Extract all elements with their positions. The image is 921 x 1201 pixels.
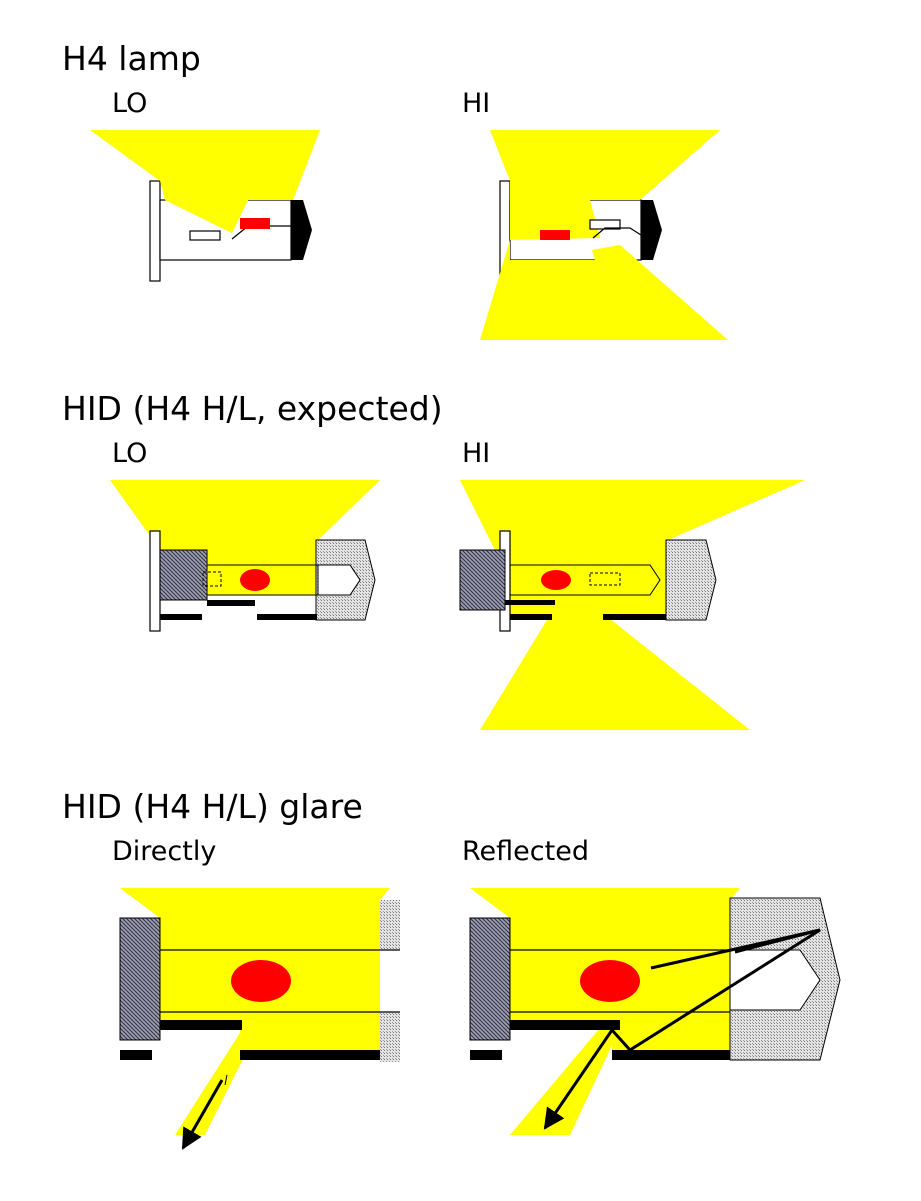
socket-cap xyxy=(665,539,717,621)
reflector-edge xyxy=(257,614,317,620)
glare-ray xyxy=(510,1028,620,1135)
lo-beam xyxy=(110,480,380,565)
label-lo: LO xyxy=(112,438,147,469)
arc xyxy=(240,569,270,591)
reflector-edge xyxy=(120,1050,152,1060)
reflector-edge xyxy=(470,1050,502,1060)
hid-lo-lamp xyxy=(110,480,380,632)
flange xyxy=(149,180,161,282)
label-directly: Directly xyxy=(112,836,216,867)
burner-tube xyxy=(509,564,661,596)
burner-base xyxy=(469,917,511,1041)
glare-ray xyxy=(175,1025,260,1135)
hi-filament-idle xyxy=(189,230,221,241)
burner-base xyxy=(119,917,161,1041)
arc-hi-position xyxy=(202,571,222,587)
hid-hi-lamp xyxy=(459,480,805,730)
hi-beam-upper xyxy=(490,130,720,200)
hi-beam-lower xyxy=(480,615,750,730)
hi-filament xyxy=(540,230,570,240)
reflected-ray-arrow xyxy=(543,928,821,1130)
h4-hi-lamp xyxy=(480,130,728,340)
arc xyxy=(231,960,291,1002)
reflector-edge xyxy=(603,614,666,620)
burner-base xyxy=(459,549,506,611)
label-hi: HI xyxy=(462,88,490,119)
label-lo: LO xyxy=(112,88,147,119)
shield xyxy=(510,1020,620,1030)
lo-filament-idle xyxy=(589,219,621,230)
arc-lo-position xyxy=(589,572,621,586)
reflector-edge xyxy=(160,614,202,620)
hi-beam-lower xyxy=(480,240,728,340)
lo-filament xyxy=(240,218,270,229)
reflector-edge xyxy=(510,614,552,620)
arc xyxy=(580,960,640,1002)
socket-cap xyxy=(380,1012,400,1062)
arc xyxy=(541,570,571,590)
section-title-h4-lamp: H4 lamp xyxy=(62,39,201,78)
section-title-hid-expected: HID (H4 H/L, expected) xyxy=(62,389,443,428)
reflector-edge xyxy=(612,1050,730,1060)
lo-beam xyxy=(90,130,320,233)
shield xyxy=(160,1020,242,1030)
h4-lo-lamp xyxy=(90,130,320,282)
reflector-edge xyxy=(240,1050,380,1060)
lo-shield xyxy=(207,600,255,606)
glare-arrow xyxy=(181,1079,224,1150)
hi-shield xyxy=(505,600,555,605)
section-title-hid-glare: HID (H4 H/L) glare xyxy=(62,787,363,826)
socket-cap xyxy=(380,900,400,950)
label-hi: HI xyxy=(462,438,490,469)
bulb-tip-cap xyxy=(291,200,312,260)
glare-reflected xyxy=(469,888,841,1135)
glare-directly xyxy=(119,888,400,1150)
flange xyxy=(149,530,161,632)
label-reflected: Reflected xyxy=(462,836,589,867)
burner-base xyxy=(159,549,208,601)
bulb-tip-cap xyxy=(641,200,662,260)
